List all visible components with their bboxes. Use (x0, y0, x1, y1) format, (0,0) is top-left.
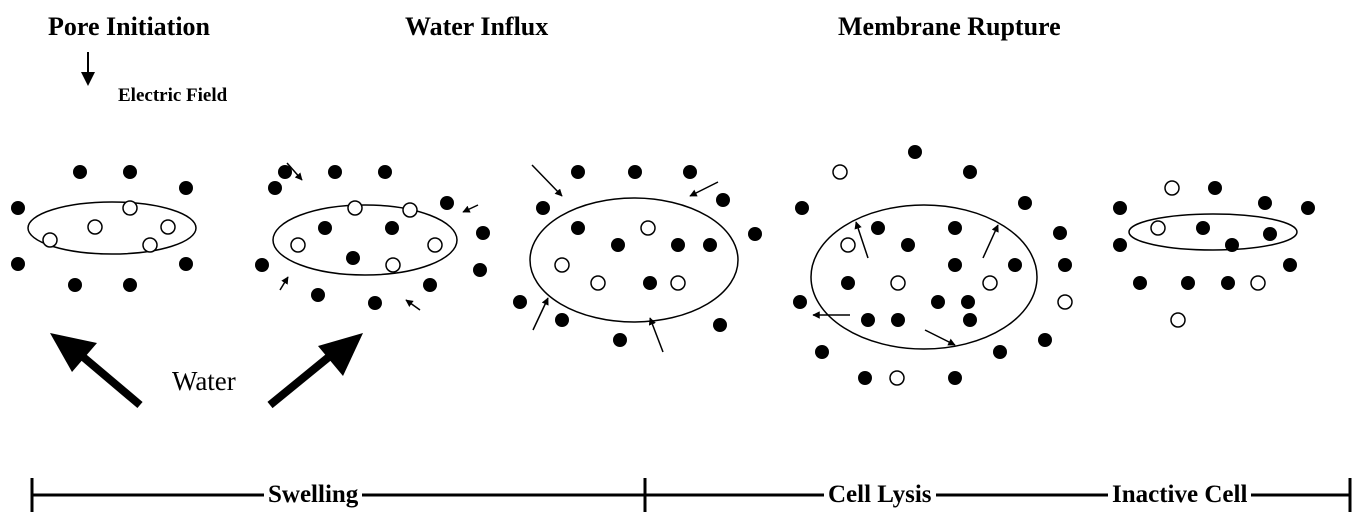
ions-outside (793, 145, 1072, 385)
title-water-influx: Water Influx (405, 12, 549, 41)
ions-inside (841, 221, 1022, 327)
cell-swelling (255, 162, 490, 311)
cell-membrane (27, 201, 197, 255)
efflux-arrows (812, 221, 999, 346)
label-water: Water (172, 366, 236, 396)
cell-membrane-rupture (793, 145, 1073, 386)
phase-swelling: Swelling (264, 482, 363, 507)
title-membrane-rupture: Membrane Rupture (838, 12, 1061, 41)
ions-inside (318, 221, 399, 265)
phase-inactive-cell: Inactive Cell (1108, 482, 1252, 507)
ions-outside (11, 165, 193, 292)
water-arrow-left (50, 333, 143, 409)
ions-outside (513, 165, 762, 347)
label-electric-field: Electric Field (118, 85, 228, 106)
molecules-inside (290, 200, 443, 273)
molecules-inside (554, 220, 686, 291)
cell-water-influx (513, 164, 762, 353)
influx-arrows (279, 162, 479, 311)
ions (1113, 181, 1315, 290)
cell-membrane (272, 204, 458, 276)
cell-membrane (1128, 213, 1298, 251)
cell-inactive (1113, 180, 1315, 328)
molecules-inside (42, 200, 176, 253)
ions-inside (571, 221, 717, 290)
cell-pore-initiation (11, 165, 197, 292)
cell-membrane (529, 197, 739, 323)
phase-cell-lysis: Cell Lysis (824, 482, 936, 507)
molecules (1150, 180, 1266, 328)
influx-arrows (531, 164, 719, 353)
cell-membrane (810, 204, 1038, 350)
water-arrow-right (267, 333, 363, 409)
molecules (832, 164, 1073, 386)
electric-field-arrow (81, 52, 95, 86)
title-pore-initiation: Pore Initiation (48, 12, 211, 41)
ions-outside (255, 165, 490, 310)
